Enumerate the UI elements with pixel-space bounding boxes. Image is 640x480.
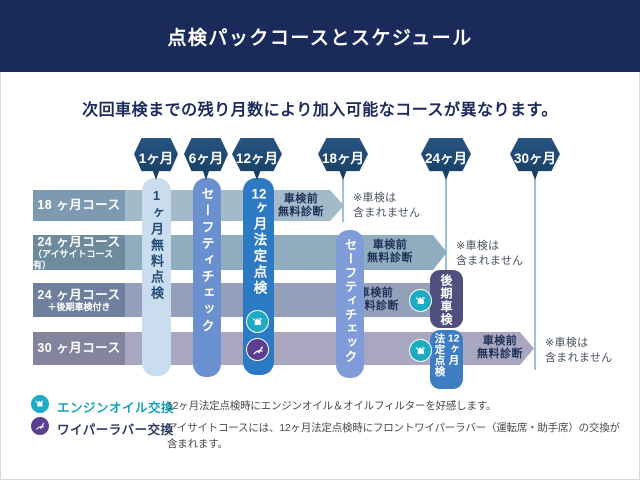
oil-can-glyph bbox=[415, 296, 425, 304]
intro-text: 次回車検までの残り月数により加入可能なコースが異なります。 bbox=[82, 102, 558, 119]
pre-check-line2: 無料診断 bbox=[278, 206, 324, 218]
badge-label: 18ヶ月 bbox=[321, 151, 365, 166]
course-name: 24 ヶ月コース bbox=[37, 234, 121, 249]
pre-check-label-row1: 車検前 無料診断 bbox=[261, 193, 341, 219]
pre-check-line2: 無料診断 bbox=[353, 300, 399, 312]
course-label-block: 30 ヶ月コース bbox=[33, 332, 125, 365]
course-label-block: 24 ヶ月コース （アイサイトコース有） bbox=[33, 235, 125, 270]
oil-can-icon bbox=[409, 289, 432, 312]
bar-label: 1ヶ月無料点検 bbox=[149, 188, 164, 302]
pre-check-label-row4: 車検前 無料診断 bbox=[460, 335, 540, 361]
course-name: 30 ヶ月コース bbox=[37, 341, 121, 356]
bar-12month-legal-inspection-2: 12ヶ月法定点検 bbox=[430, 330, 463, 389]
course-label-block: 24 ヶ月コース ＋後期車検付き bbox=[33, 283, 125, 317]
note-line1: ※車検は bbox=[353, 192, 397, 204]
no-shaken-note-row1: ※車検は 含まれません bbox=[353, 191, 420, 220]
no-shaken-note-row4: ※車検は 含まれません bbox=[545, 336, 612, 365]
oil-can-glyph bbox=[252, 317, 262, 325]
wiper-icon bbox=[31, 417, 49, 435]
stem-line-24month bbox=[445, 176, 447, 272]
badge-label: 24ヶ月 bbox=[424, 151, 468, 166]
note-line2: 含まれません bbox=[456, 254, 524, 267]
timeline-badge-12month: 12ヶ月 bbox=[232, 138, 282, 180]
course-subtitle: ＋後期車検付き bbox=[47, 302, 111, 313]
pre-check-line1: 車検前 bbox=[283, 193, 319, 205]
course-name: 24 ヶ月コース bbox=[37, 287, 121, 302]
legend-desc-oil: 12ヶ月法定点検時にエンジンオイル＆オイルフィルターを好感します。 bbox=[167, 400, 497, 412]
bar-safety-check-2: セーフティチェック bbox=[336, 230, 364, 378]
wiper-icon bbox=[246, 338, 269, 361]
course-row-24month: 24 ヶ月コース （アイサイトコース有） bbox=[33, 235, 447, 270]
pre-check-line2: 無料診断 bbox=[477, 348, 523, 360]
pre-check-line1: 車検前 bbox=[372, 239, 408, 251]
oil-can-icon bbox=[246, 310, 269, 333]
legend-desc-wiper: アイサイトコースには、12ヶ月法定点検時にフロントワイパーラバー（運転席・助手席… bbox=[167, 420, 620, 452]
no-shaken-note-row2: ※車検は 含まれません bbox=[456, 239, 523, 268]
note-line1: ※車検は bbox=[545, 337, 589, 349]
badge-label: 30ヶ月 bbox=[513, 151, 557, 166]
legend-desc-wiper-line2: 含まれます。 bbox=[167, 438, 228, 450]
pre-check-line1: 車検前 bbox=[358, 287, 394, 299]
bar-label: セーフティチェック bbox=[342, 238, 357, 364]
bar-label: 12ヶ月法定点検 bbox=[249, 187, 269, 375]
stem-line-30month bbox=[534, 176, 536, 370]
timeline-badge-18month: 18ヶ月 bbox=[318, 138, 368, 180]
bar-late-term-inspection: 後期車検 bbox=[430, 270, 463, 328]
bar-label: セーフティチェック bbox=[199, 187, 215, 336]
course-label-block: 18 ヶ月コース bbox=[33, 190, 125, 221]
wiper-glyph bbox=[36, 422, 45, 430]
timeline-badge-6month: 6ヶ月 bbox=[184, 138, 228, 180]
page-title: 点検パックコースとスケジュール bbox=[167, 27, 473, 49]
bar-safety-check-1: セーフティチェック bbox=[193, 178, 221, 377]
course-row-24month-late: 24 ヶ月コース ＋後期車検付き bbox=[33, 283, 448, 317]
bar-label-col1: 12ヶ月 bbox=[447, 333, 461, 389]
oil-can-icon bbox=[409, 339, 432, 362]
badge-label: 12ヶ月 bbox=[235, 151, 279, 166]
bar-label-rest: ヶ月法定点検 bbox=[251, 200, 267, 297]
oil-can-icon bbox=[31, 395, 49, 413]
stem-line-18month bbox=[342, 176, 344, 222]
timeline-badge-30month: 30ヶ月 bbox=[510, 138, 560, 180]
pre-check-label-row2: 車検前 無料診断 bbox=[350, 239, 430, 265]
bar-label-col1-rest: ヶ月 bbox=[447, 343, 460, 366]
bar-label: 12ヶ月法定点検 bbox=[433, 333, 461, 389]
bar-label-col2: 法定点検 bbox=[433, 333, 446, 377]
pre-check-line2: 無料診断 bbox=[367, 252, 413, 264]
course-subtitle: （アイサイトコース有） bbox=[33, 249, 114, 270]
badge-label: 6ヶ月 bbox=[188, 151, 224, 166]
legend-label-wiper: ワイパーラバー交換 bbox=[57, 423, 174, 437]
oil-can-glyph bbox=[415, 346, 425, 354]
note-line2: 含まれません bbox=[545, 351, 613, 364]
wiper-glyph bbox=[252, 345, 263, 354]
note-line1: ※車検は bbox=[456, 240, 500, 252]
course-row-18month: 18 ヶ月コース bbox=[33, 190, 344, 221]
course-name: 18 ヶ月コース bbox=[37, 198, 121, 213]
bar-label: 後期車検 bbox=[439, 274, 453, 326]
bar-label-number: 12 bbox=[251, 187, 267, 201]
bar-label-number: 12 bbox=[447, 333, 460, 344]
badge-label: 1ヶ月 bbox=[138, 151, 174, 166]
bar-first-month-free-inspection: 1ヶ月無料点検 bbox=[142, 178, 171, 376]
pre-check-label-row3: 車検前 無料診断 bbox=[340, 287, 412, 313]
header-bar: 点検パックコースとスケジュール bbox=[0, 0, 640, 72]
note-line2: 含まれません bbox=[353, 206, 421, 219]
timeline-badge-24month: 24ヶ月 bbox=[421, 138, 471, 180]
timeline-badge-1month: 1ヶ月 bbox=[134, 138, 178, 180]
pre-check-line1: 車検前 bbox=[482, 335, 518, 347]
legend-label-oil: エンジンオイル交換 bbox=[57, 401, 175, 415]
oil-can-glyph bbox=[35, 400, 44, 407]
legend-desc-wiper-line1: アイサイトコースには、12ヶ月法定点検時にフロントワイパーラバー（運転席・助手席… bbox=[167, 422, 620, 434]
